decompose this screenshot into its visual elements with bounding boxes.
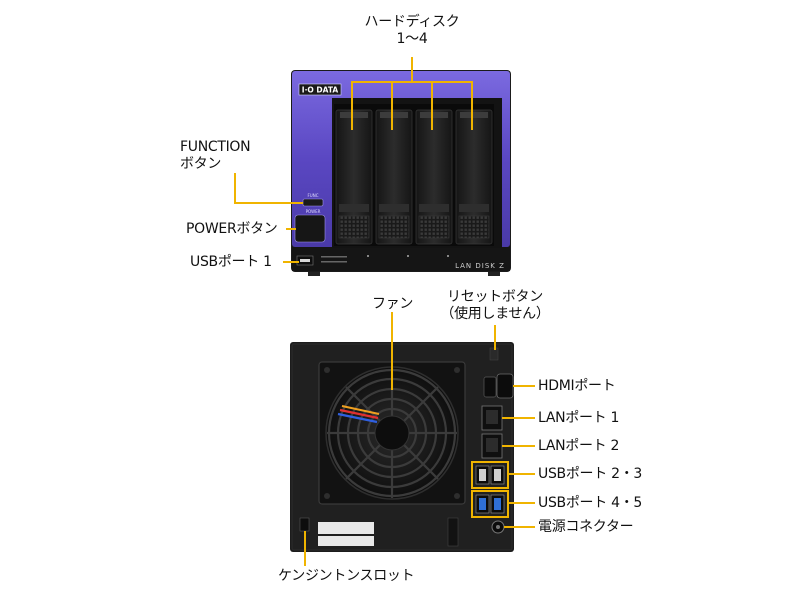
label-kensington: ケンジントンスロット: [278, 568, 415, 584]
rating-label: [318, 522, 374, 534]
label-reset-line1: リセットボタン: [447, 289, 543, 305]
label-hdmi: HDMIポート: [538, 378, 616, 394]
label-hard-disk-line2: 1～4: [396, 31, 428, 47]
label-usb-port-1: USBポート 1: [190, 254, 272, 270]
status-led-print: [321, 261, 347, 263]
lan-port-2-socket: [486, 438, 498, 452]
bay-led: [367, 255, 369, 257]
label-hard-disk-line1: ハードディスク: [364, 14, 460, 30]
label-hard-disk: ハードディスク 1～4: [352, 14, 472, 48]
label-lan-1: LANポート 1: [538, 410, 620, 426]
rear-latch: [447, 517, 459, 547]
fan-screw: [324, 493, 330, 499]
fan-hub: [374, 415, 410, 451]
fan-wires: [337, 405, 380, 424]
serial-label: [318, 536, 374, 546]
label-reset-line2: （使用しません）: [440, 306, 550, 322]
drive-tray-4[interactable]: [454, 104, 494, 246]
usb-port-5-tongue: [494, 498, 501, 510]
fan-screw: [454, 493, 460, 499]
fan-screw: [454, 367, 460, 373]
power-button[interactable]: [294, 214, 326, 243]
drive-tray-2[interactable]: [374, 104, 414, 246]
label-function-line2: ボタン: [180, 156, 222, 172]
bay-led: [407, 255, 409, 257]
label-function: FUNCTION ボタン: [180, 139, 251, 173]
kensington-slot: [299, 517, 310, 532]
label-power-button: POWERボタン: [186, 221, 278, 237]
brand-logo: [298, 83, 342, 96]
label-reset: リセットボタン （使用しません）: [430, 289, 560, 323]
usb-port-2-tongue: [479, 469, 486, 481]
drive-tray-3[interactable]: [414, 104, 454, 246]
power-print: POWER: [306, 209, 321, 214]
bay-led: [447, 255, 449, 257]
label-lan-2: LANポート 2: [538, 438, 620, 454]
lan-port-1-socket: [486, 410, 498, 424]
brand-logo-text: I·O DATA: [302, 86, 339, 95]
drive-tray-1[interactable]: [334, 104, 374, 246]
power-connector-pin: [496, 525, 500, 529]
label-usb-2-3: USBポート 2・3: [538, 466, 643, 482]
leader-function: [234, 173, 303, 204]
fan-screw: [324, 367, 330, 373]
label-power-connector: 電源コネクター: [538, 519, 634, 535]
label-usb-4-5: USBポート 4・5: [538, 495, 643, 511]
usb-port-3-tongue: [494, 469, 501, 481]
usb-port-4-tongue: [479, 498, 486, 510]
label-fan: ファン: [372, 296, 414, 312]
status-led-print: [321, 256, 347, 258]
front-usb-tongue: [300, 259, 310, 262]
func-print: FUNC: [307, 193, 318, 198]
front-foot: [308, 270, 320, 276]
function-button[interactable]: [302, 198, 324, 207]
front-bottom-strip: [292, 247, 510, 271]
hdmi-port[interactable]: [496, 373, 514, 399]
label-function-line1: FUNCTION: [180, 139, 251, 155]
front-foot: [488, 270, 500, 276]
small-port: [483, 376, 497, 398]
front-unit: I·O DATA FUNC POWER LAN DISK Z: [291, 70, 511, 276]
leader-lines: [234, 57, 535, 566]
leader-hard-disk-bar: [351, 81, 473, 130]
model-print: LAN DISK Z: [455, 262, 505, 270]
back-unit: [290, 342, 514, 552]
